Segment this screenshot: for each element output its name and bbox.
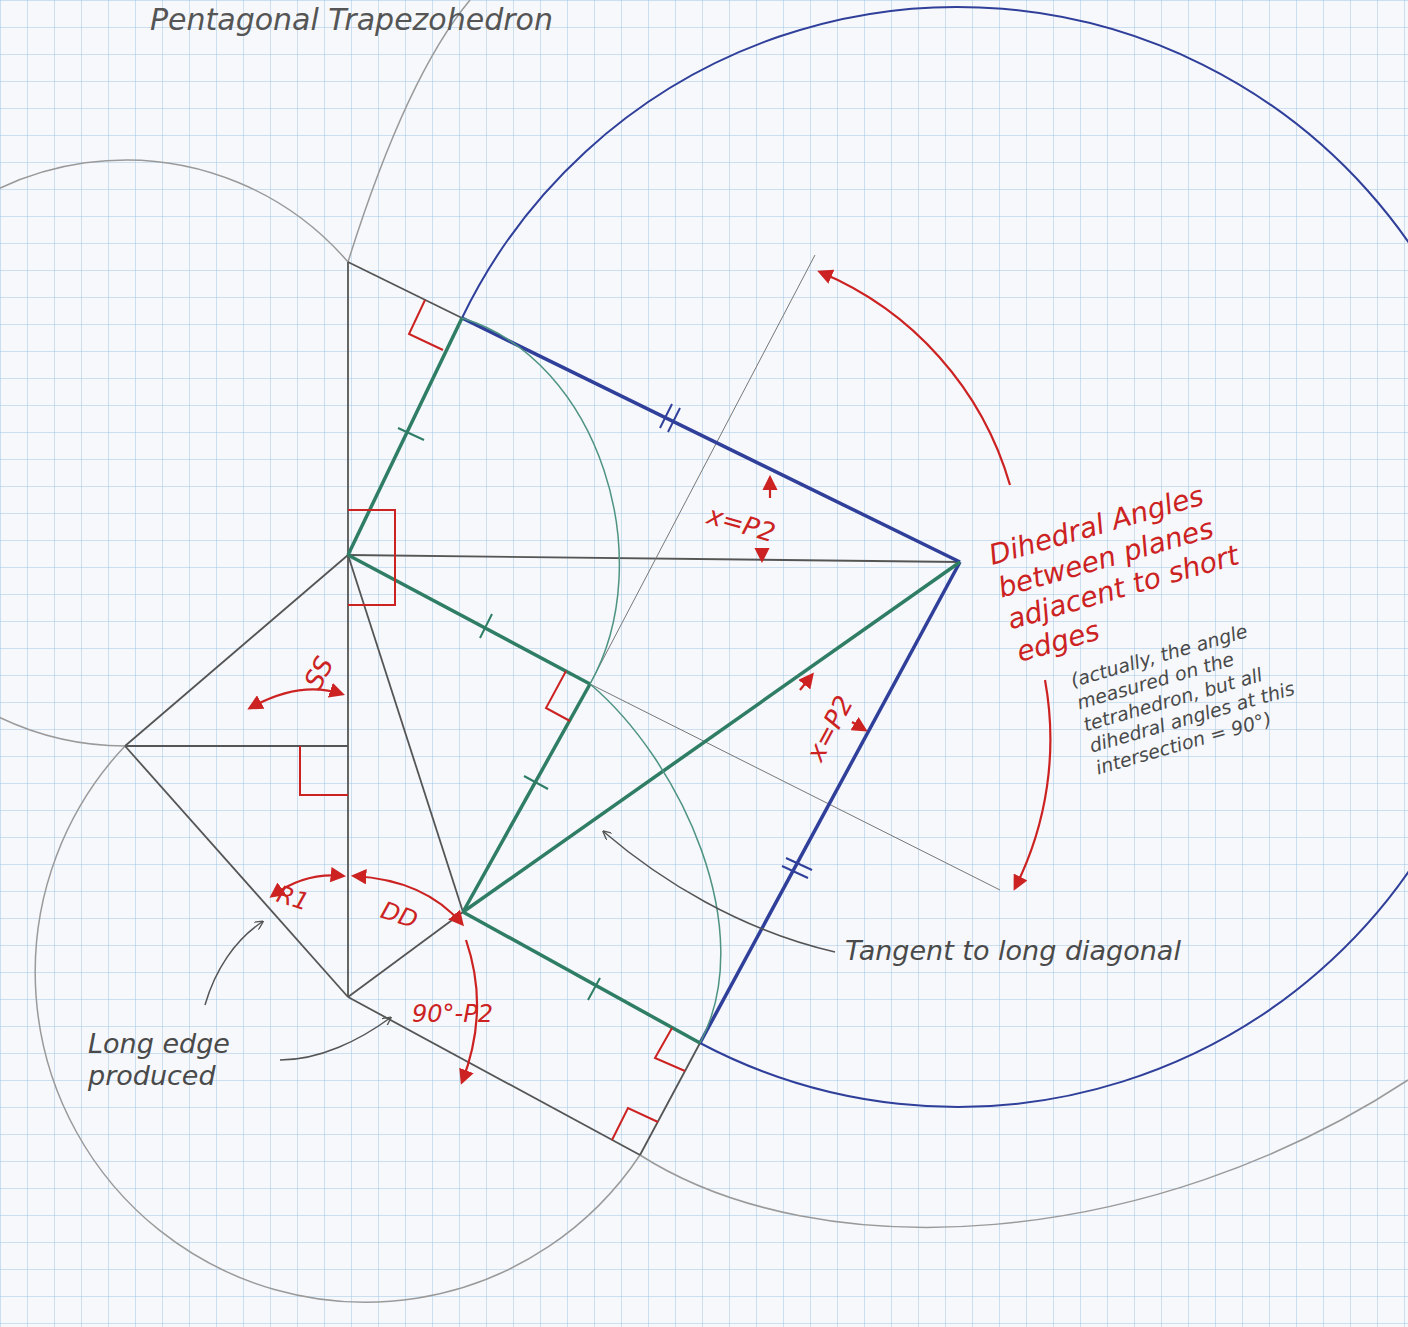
leader-label: Tangent to long diagonal [845,935,1285,967]
right-angle-marks [300,300,685,1140]
leader-label: Long edge produced [88,1028,278,1093]
short-edges [462,318,960,1043]
leader-arrows [205,832,835,1060]
blue-circle [462,7,1408,1107]
tick-marks [398,428,600,1000]
construction-lines [125,262,960,1155]
angle-label: 90°-P2 [412,1000,532,1029]
green-edges [348,318,960,1043]
tangent-arcs [462,318,721,1043]
title: Pentagonal Trapezohedron [150,2,553,38]
thin-lines [590,255,1000,890]
